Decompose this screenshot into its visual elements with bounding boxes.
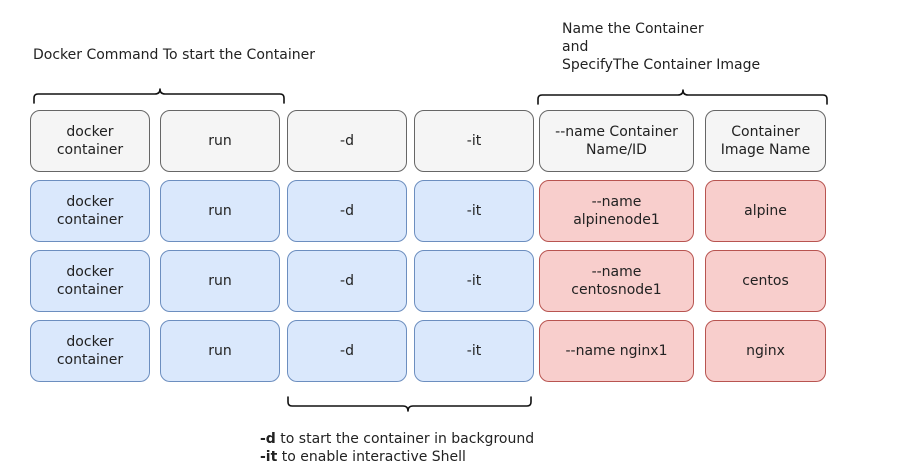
cell-line: run	[208, 133, 232, 149]
cell-line: docker	[66, 124, 114, 140]
cell-text: run	[208, 342, 232, 360]
cell-line: -d	[340, 133, 354, 149]
cell-text: docker container	[57, 123, 123, 159]
cell-line: Image Name	[720, 142, 811, 158]
cell-detach-flag: -d	[287, 250, 407, 312]
cell-text: --name nginx1	[566, 342, 668, 360]
legend-flag-d: -d	[260, 431, 276, 447]
cell-subcommand: run	[160, 320, 280, 382]
brace-bottom-path	[287, 396, 532, 412]
cell-line: --name nginx1	[565, 343, 668, 359]
cell-line: docker	[66, 264, 114, 280]
brace-top-left-path	[33, 88, 285, 104]
cell-line: alpine	[744, 203, 787, 219]
cell-line: nginx	[746, 343, 785, 359]
cell-text: -d	[340, 132, 354, 150]
cell-line: -it	[466, 133, 482, 149]
cell-text: docker container	[57, 263, 123, 299]
cell-interactive-flag: -it	[414, 110, 534, 172]
cell-line: --name Container	[555, 124, 678, 140]
cell-command: docker container	[30, 320, 150, 382]
cell-text: -it	[467, 342, 481, 360]
cell-text: nginx	[746, 342, 785, 360]
cell-detach-flag: -d	[287, 180, 407, 242]
cell-line: docker	[66, 194, 114, 210]
cell-name-option: --name centosnode1	[539, 250, 694, 312]
cell-line: container	[56, 282, 124, 298]
cell-text: run	[208, 132, 232, 150]
cell-image-name: alpine	[705, 180, 826, 242]
cell-interactive-flag: -it	[414, 180, 534, 242]
cell-line: alpinenode1	[573, 212, 660, 228]
cell-text: centos	[742, 272, 789, 290]
cell-detach-flag: -d	[287, 110, 407, 172]
caption-name-and-image: Name the Container and SpecifyThe Contai…	[562, 20, 760, 74]
cell-interactive-flag: -it	[414, 250, 534, 312]
caption-flags-legend: -d to start the container in background …	[260, 430, 534, 466]
cell-line: run	[208, 203, 232, 219]
cell-line: container	[56, 352, 124, 368]
cell-name-option: --name alpinenode1	[539, 180, 694, 242]
cell-text: docker container	[57, 333, 123, 369]
cell-text: -it	[467, 202, 481, 220]
cell-line: container	[56, 142, 124, 158]
caption-name-line-1: Name the Container	[562, 21, 704, 37]
cell-text: -d	[340, 272, 354, 290]
cell-line: -d	[340, 273, 354, 289]
cell-text: --name alpinenode1	[573, 193, 660, 229]
cell-command: docker container	[30, 110, 150, 172]
cell-line: centos	[742, 273, 789, 289]
cell-image-name: nginx	[705, 320, 826, 382]
cell-line: -it	[466, 343, 482, 359]
caption-docker-command: Docker Command To start the Container	[33, 47, 315, 63]
cell-text: -it	[467, 272, 481, 290]
cell-command: docker container	[30, 180, 150, 242]
legend-text-it: to enable interactive Shell	[277, 449, 466, 465]
caption-name-line-3: SpecifyThe Container Image	[562, 57, 761, 73]
cell-line: container	[56, 212, 124, 228]
cell-text: -it	[467, 132, 481, 150]
cell-line: Container	[731, 124, 800, 140]
cell-text: run	[208, 272, 232, 290]
cell-subcommand: run	[160, 110, 280, 172]
cell-line: -it	[466, 273, 482, 289]
caption-name-line-2: and	[562, 39, 589, 55]
cell-line: docker	[66, 334, 114, 350]
brace-top-right-path	[537, 89, 828, 105]
cell-line: centosnode1	[571, 282, 662, 298]
cell-line: run	[208, 343, 232, 359]
cell-subcommand: run	[160, 180, 280, 242]
cell-line: -it	[466, 203, 482, 219]
cell-line: --name	[591, 194, 642, 210]
cell-line: Name/ID	[586, 142, 647, 158]
cell-text: -d	[340, 342, 354, 360]
cell-image-name: centos	[705, 250, 826, 312]
cell-text: --name centosnode1	[571, 263, 661, 299]
cell-line: --name	[591, 264, 642, 280]
cell-line: -d	[340, 203, 354, 219]
cell-text: run	[208, 202, 232, 220]
legend-text-d: to start the container in background	[275, 431, 535, 447]
cell-line: run	[208, 273, 232, 289]
cell-command: docker container	[30, 250, 150, 312]
legend-flag-it: -it	[260, 449, 278, 465]
legend-line-d: -d to start the container in background	[260, 430, 534, 448]
cell-detach-flag: -d	[287, 320, 407, 382]
cell-name-option: --name nginx1	[539, 320, 694, 382]
cell-subcommand: run	[160, 250, 280, 312]
cell-text: docker container	[57, 193, 123, 229]
cell-line: -d	[340, 343, 354, 359]
cell-text: -d	[340, 202, 354, 220]
legend-line-it: -it to enable interactive Shell	[260, 448, 534, 466]
cell-text: alpine	[744, 202, 787, 220]
cell-interactive-flag: -it	[414, 320, 534, 382]
